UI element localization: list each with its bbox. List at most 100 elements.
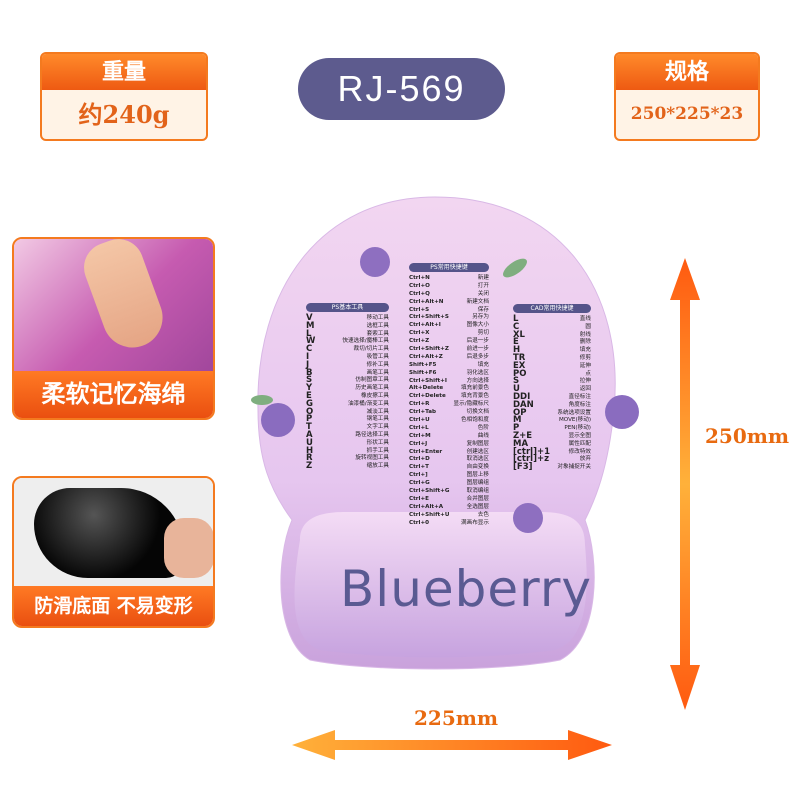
shortcut-key: Ctrl+Shift+G (409, 488, 450, 495)
shortcut-key: B (306, 367, 313, 378)
shortcut-key: E (513, 337, 519, 348)
shortcut-action: 返回 (579, 386, 591, 393)
shortcut-action: 满画布显示 (461, 519, 489, 526)
shortcut-action: 修改特效 (568, 448, 591, 455)
shortcut-key: Ctrl+L (409, 424, 429, 431)
shortcut-key: Ctrl+J (409, 440, 428, 447)
shortcut-key: E (306, 390, 312, 401)
shortcut-key: Y (306, 383, 313, 394)
shortcut-key: Shift+F5 (409, 361, 437, 368)
shortcut-action: 创建选区 (466, 448, 489, 455)
shortcut-key: S (513, 376, 520, 387)
wrist-rest (294, 512, 587, 658)
shortcut-action: 点 (585, 370, 591, 377)
shortcut-action: 保存 (477, 306, 489, 313)
blueberry-decoration (251, 247, 639, 533)
weight-badge: 重量 约240g (40, 52, 208, 141)
shortcut-key: Ctrl+Z (409, 338, 430, 345)
shortcut-action: 油漆桶/渐变工具 (347, 400, 389, 407)
shortcut-key: M (306, 320, 315, 331)
spec-label: 规格 (616, 54, 758, 90)
shortcut-action: 属性匹配 (568, 440, 591, 447)
shortcut-action: 吸管工具 (366, 353, 389, 360)
shortcut-action: 形状工具 (366, 439, 389, 446)
shortcut-row: OP 系统选项设置 (513, 407, 591, 418)
shortcut-key: PO (513, 368, 527, 379)
shortcut-key: Ctrl+R (409, 401, 430, 408)
shortcut-key: XL (513, 329, 525, 340)
shortcut-action: 减淡工具 (366, 408, 389, 415)
shortcut-action: 关闭 (477, 290, 489, 297)
shortcut-action: 修补工具 (366, 361, 389, 368)
shortcut-row: M 选框工具 (306, 320, 389, 331)
shortcut-action: 缩放工具 (366, 463, 389, 470)
shortcut-key: Ctrl+Alt+N (409, 298, 444, 305)
shortcut-key: TR (513, 352, 526, 363)
shortcut-key: A (306, 429, 313, 440)
shortcut-action: 另存为 (472, 314, 489, 321)
shortcut-action: 橡皮擦工具 (361, 392, 389, 399)
shortcut-key: OP (513, 407, 527, 418)
shortcut-action: 色阶 (477, 424, 489, 431)
shortcut-action: 系统选项设置 (557, 409, 591, 416)
shortcut-action: 合并图层 (466, 495, 489, 502)
shortcut-key: MA (513, 438, 529, 449)
shortcut-key: DDI (513, 391, 531, 402)
shortcut-action: 填充背景色 (461, 393, 489, 400)
shortcut-action: 修剪 (579, 354, 591, 361)
shortcut-row: E 橡皮擦工具 (306, 390, 389, 401)
shortcut-key: L (306, 328, 312, 339)
shortcut-key: Ctrl+] (409, 472, 428, 479)
shortcut-key: P (513, 423, 520, 434)
shortcut-key: Ctrl+Shift+S (409, 314, 449, 321)
shortcut-key: Ctrl+Alt+I (409, 322, 441, 329)
shortcut-row: U 形状工具 (306, 437, 389, 448)
shortcut-row: Ctrl+Shift+I 方向选择 (409, 378, 489, 386)
shortcut-key: Ctrl+Shift+I (409, 377, 447, 384)
foam-press-photo (14, 239, 213, 371)
shortcut-action: 选框工具 (366, 322, 389, 329)
shortcut-action: 直线 (579, 316, 591, 322)
shortcut-key: U (306, 437, 313, 448)
shortcut-action: 裁切/切片工具 (353, 346, 389, 353)
shortcut-key: Ctrl+O (409, 282, 430, 289)
shortcut-action: 填充 (477, 361, 489, 368)
shortcut-key: H (513, 345, 521, 356)
shortcut-key: Ctrl+M (409, 432, 431, 439)
shortcut-key: Ctrl+E (409, 495, 429, 502)
shortcut-action: 切换文档 (466, 409, 489, 416)
shortcut-key: O (306, 406, 314, 417)
shortcut-action: 抓手工具 (366, 447, 389, 454)
shortcut-section-title: PS常用快捷键 (409, 263, 489, 272)
shortcut-key: J (306, 359, 310, 370)
feature-label: 防滑底面 不易变形 (14, 586, 213, 626)
shortcut-row: Ctrl+Shift+S 另存为 (409, 314, 489, 322)
shortcut-action: 方向选择 (466, 377, 489, 384)
antislip-base-photo (14, 478, 213, 586)
shortcut-action: 套索工具 (366, 330, 389, 337)
